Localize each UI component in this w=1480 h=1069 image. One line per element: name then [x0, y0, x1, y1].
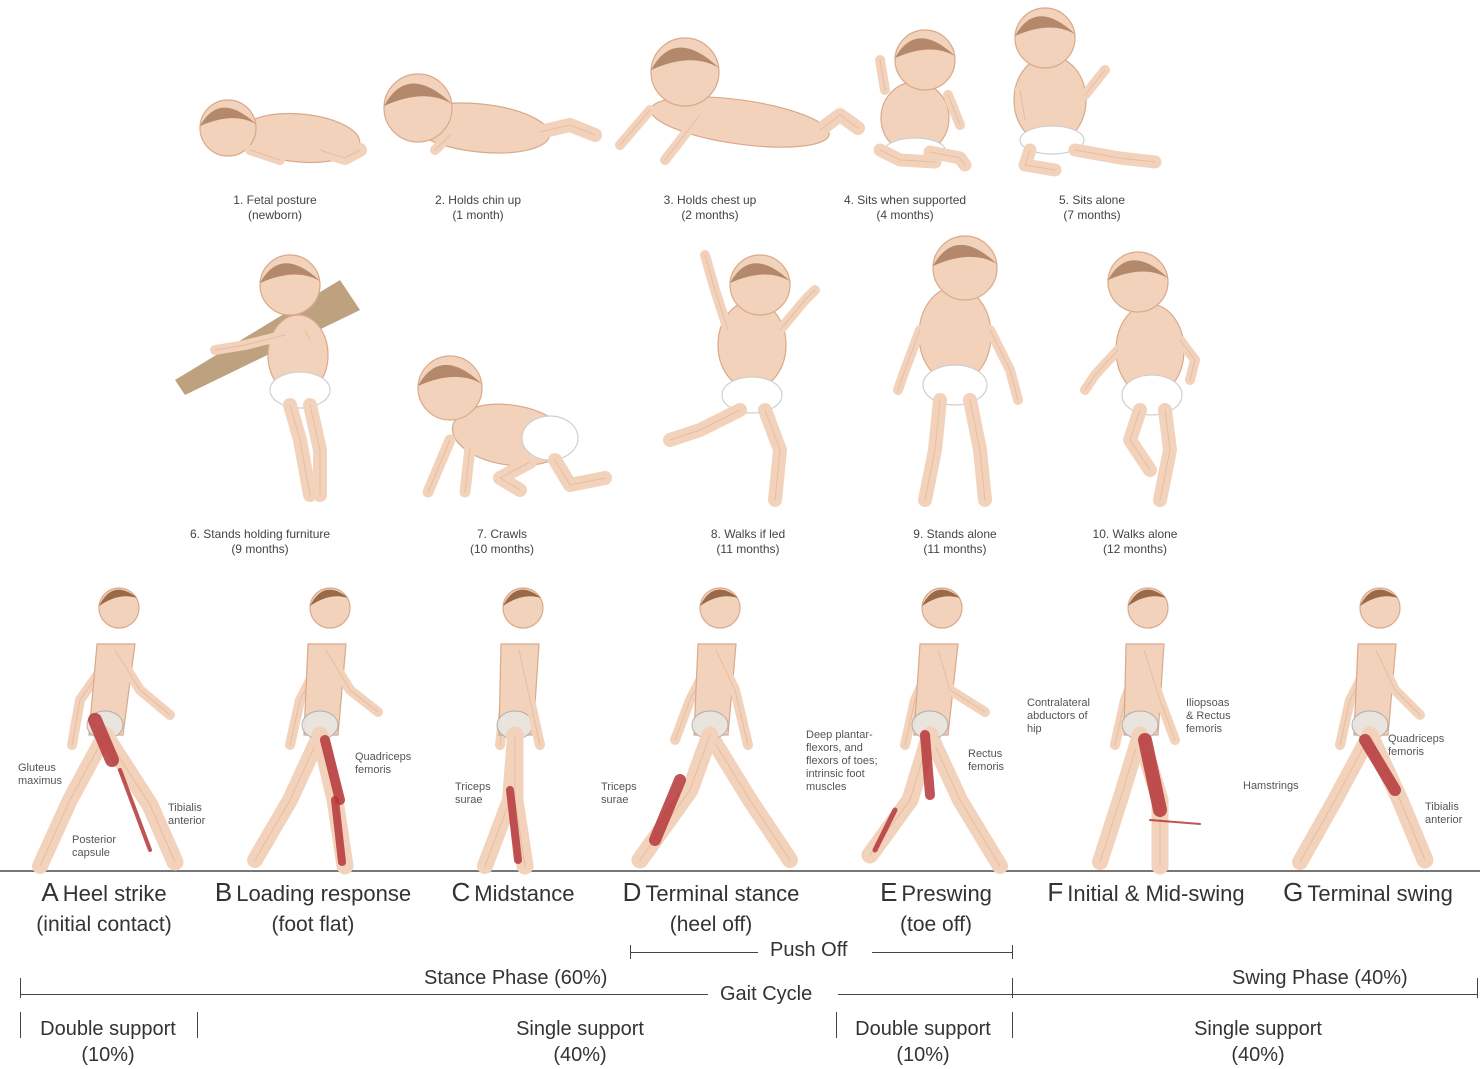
gait-figure-b [255, 588, 378, 866]
infant-leg [765, 410, 780, 500]
gait-cycle-tick-mid [1012, 978, 1013, 998]
support-tick-3 [836, 1012, 837, 1038]
annotation-iliopsoas: Iliopsoas & Rectus femoris [1186, 697, 1231, 736]
milestone-caption-10: 10. Walks alone(12 months) [1093, 527, 1178, 557]
infant-arm-edge [1085, 70, 1105, 95]
milestone-caption-6: 6. Stands holding furniture(9 months) [190, 527, 330, 557]
double-support-2-label: Double support(10%) [855, 1016, 991, 1068]
single-support-2-label: Single support(40%) [1194, 1016, 1322, 1068]
annotation-gluteus-maximus: Gluteus maximus [18, 762, 62, 788]
gait-figure-g [1300, 588, 1425, 862]
infant-sits-alone [1014, 8, 1155, 170]
infant-holds-chin-up [384, 74, 595, 159]
infant-walks-if-led [670, 255, 815, 500]
milestone-caption-1: 1. Fetal posture(newborn) [233, 193, 316, 223]
single-support-1-label: Single support(40%) [516, 1016, 644, 1068]
push-off-line-left [630, 952, 758, 953]
infant-holds-chest-up [620, 38, 858, 160]
gait-figure-a [40, 588, 175, 866]
annotation-triceps-surae-c: Triceps surae [455, 781, 491, 807]
gait-cycle-line-left [20, 994, 708, 995]
gait-cycle-tick-left [20, 978, 21, 998]
infant-arm-edge [898, 330, 920, 390]
infant-diaper [270, 372, 330, 408]
infant-leg [670, 410, 740, 440]
support-tick-2 [197, 1012, 198, 1038]
infant-walks-alone [1085, 252, 1195, 500]
stance-phase-label: Stance Phase (60%) [424, 967, 607, 990]
support-tick-1 [20, 1012, 21, 1038]
annotation-quadriceps-g: Quadriceps femoris [1388, 733, 1444, 759]
annotation-contralateral-abductors: Contralateral abductors of hip [1027, 697, 1090, 736]
infant-leg [925, 400, 940, 500]
annotation-rectus-femoris-e: Rectus femoris [968, 748, 1004, 774]
milestone-caption-2: 2. Holds chin up(1 month) [435, 193, 521, 223]
push-off-tick-left [630, 945, 631, 959]
gait-phase-d: DTerminal stance(heel off) [623, 878, 800, 939]
gait-figure-c [485, 588, 543, 866]
muscle [1145, 740, 1160, 810]
back-leg-edge [1100, 735, 1140, 862]
infant-leg [820, 115, 858, 130]
annotation-hamstrings: Hamstrings [1243, 780, 1299, 793]
annotation-triceps-surae-d: Triceps surae [601, 781, 637, 807]
infant-sits-when-supported [880, 30, 965, 165]
annotation-quadriceps-b: Quadriceps femoris [355, 751, 411, 777]
double-support-1-label: Double support(10%) [40, 1016, 176, 1068]
infant-stands-holding-furniture [175, 255, 360, 495]
gait-phase-e: EPreswing(toe off) [880, 878, 992, 939]
annotation-posterior-capsule: Posterior capsule [72, 834, 116, 860]
back-leg [255, 735, 320, 860]
infant-leg [1130, 410, 1150, 470]
gait-cycle-tick-right [1477, 978, 1478, 998]
infant-arm-edge [620, 110, 650, 145]
milestone-caption-8: 8. Walks if led(11 months) [711, 527, 785, 557]
gait-cycle-label: Gait Cycle [720, 983, 812, 1006]
infant-arm [990, 330, 1018, 400]
annotation-tibialis-anterior-g: Tibialis anterior [1425, 801, 1462, 827]
infant-diaper [522, 416, 578, 460]
support-tick-4 [1012, 1012, 1013, 1038]
infant-fetal-posture [200, 100, 362, 167]
gait-figure-f [1100, 588, 1200, 866]
infant-diaper [923, 365, 987, 405]
milestone-caption-3: 3. Holds chest up(2 months) [664, 193, 757, 223]
infant-leg [970, 400, 985, 500]
annotation-tibialis-anterior-a: Tibialis anterior [168, 802, 205, 828]
infant-arm-edge [428, 440, 450, 492]
gait-figure-d [640, 588, 790, 860]
infant-diaper [1122, 375, 1182, 415]
push-off-label: Push Off [770, 939, 847, 962]
muscle [925, 735, 930, 795]
milestone-caption-5: 5. Sits alone(7 months) [1059, 193, 1125, 223]
gait-figure-e [870, 588, 1000, 866]
push-off-line-right [872, 952, 1012, 953]
annotation-deep-plantar-flexors: Deep plantar- flexors, and flexors of to… [806, 729, 878, 794]
gait-cycle-line-right [838, 994, 1478, 995]
milestone-caption-4: 4. Sits when supported(4 months) [844, 193, 966, 223]
push-off-tick-right [1012, 945, 1013, 959]
milestone-caption-7: 7. Crawls(10 months) [470, 527, 534, 557]
swing-phase-label: Swing Phase (40%) [1232, 967, 1408, 990]
milestone-caption-9: 9. Stands alone(11 months) [913, 527, 996, 557]
infant-stands-alone [898, 236, 1018, 500]
infant-crawls [418, 356, 605, 492]
